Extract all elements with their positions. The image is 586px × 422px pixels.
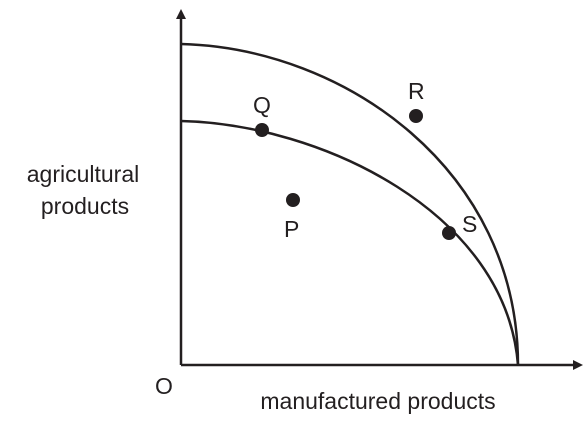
point-p-marker <box>286 193 300 207</box>
y-axis-label-line-2: products <box>41 193 129 219</box>
origin-label: O <box>155 373 173 399</box>
point-s-label: S <box>462 211 477 237</box>
point-q-marker <box>255 123 269 137</box>
point-p-label: P <box>284 216 299 242</box>
point-q-label: Q <box>253 92 271 118</box>
point-r-label: R <box>408 78 425 104</box>
inner-ppf-curve <box>180 119 520 366</box>
point-s-marker <box>442 226 456 240</box>
x-axis-label: manufactured products <box>260 388 495 414</box>
outer-ppf-curve <box>180 42 520 366</box>
point-r-marker <box>409 109 423 123</box>
y-axis-label-line-1: agricultural <box>27 161 140 187</box>
